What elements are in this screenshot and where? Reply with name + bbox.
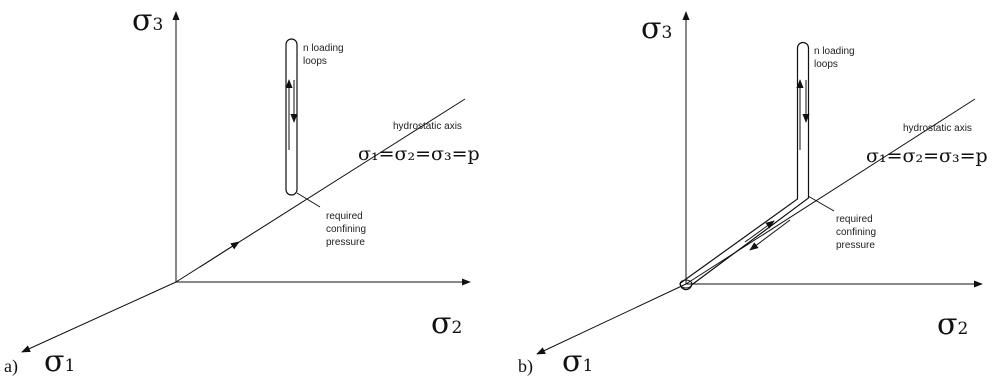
confining-label-line2-b: confining [836, 227, 876, 238]
sigma2-label-a: σ2 [431, 306, 462, 341]
sigma1-label-b: σ1 [562, 344, 593, 379]
loops-label-line2-b: loops [814, 59, 838, 70]
confining-leader-a [296, 192, 321, 208]
sigma2-label-b: σ2 [937, 307, 968, 342]
confining-label-line3-a: pressure [326, 237, 365, 248]
confining-label-line3-b: pressure [836, 240, 875, 251]
panel-label-b: b) [518, 356, 533, 377]
loading-loop-path-b [679, 41, 810, 291]
loops-label-line1-a: n loading [303, 43, 344, 54]
sigma1-axis-b [536, 283, 687, 355]
confining-label-line2-a: confining [326, 224, 366, 235]
hydrostatic-up-arrow-b [744, 220, 775, 243]
panel-a: σ3 σ2 σ1 n loading loops hydrostatic axi… [4, 3, 480, 379]
panel-b: σ3 σ2 σ1 n loading loops hydrostatic axi… [518, 11, 988, 379]
hydrostatic-down-arrow-b [749, 219, 791, 251]
sigma3-label-a: σ3 [132, 3, 163, 38]
origin-loop-end-b [679, 279, 693, 289]
confining-label-line1-b: required [836, 214, 873, 225]
hydrostatic-label-b: hydrostatic axis [903, 123, 972, 134]
loops-label-line1-b: n loading [814, 46, 855, 57]
confining-label-line1-a: required [326, 211, 363, 222]
loading-loop-capsule-a [285, 38, 298, 196]
sigma1-axis-a [21, 281, 177, 353]
sigma3-label-b: σ3 [641, 11, 672, 46]
hydrostatic-equation-b: σ₁=σ₂=σ₃=p [866, 145, 988, 167]
confining-leader-b [807, 195, 835, 212]
loops-label-line2-a: loops [303, 56, 327, 67]
hydrostatic-label-a: hydrostatic axis [393, 121, 462, 132]
sigma1-label-a: σ1 [44, 344, 75, 379]
hydrostatic-arrow-a [199, 241, 240, 268]
hydrostatic-equation-a: σ₁=σ₂=σ₃=p [358, 143, 480, 165]
panel-label-a: a) [4, 356, 18, 377]
